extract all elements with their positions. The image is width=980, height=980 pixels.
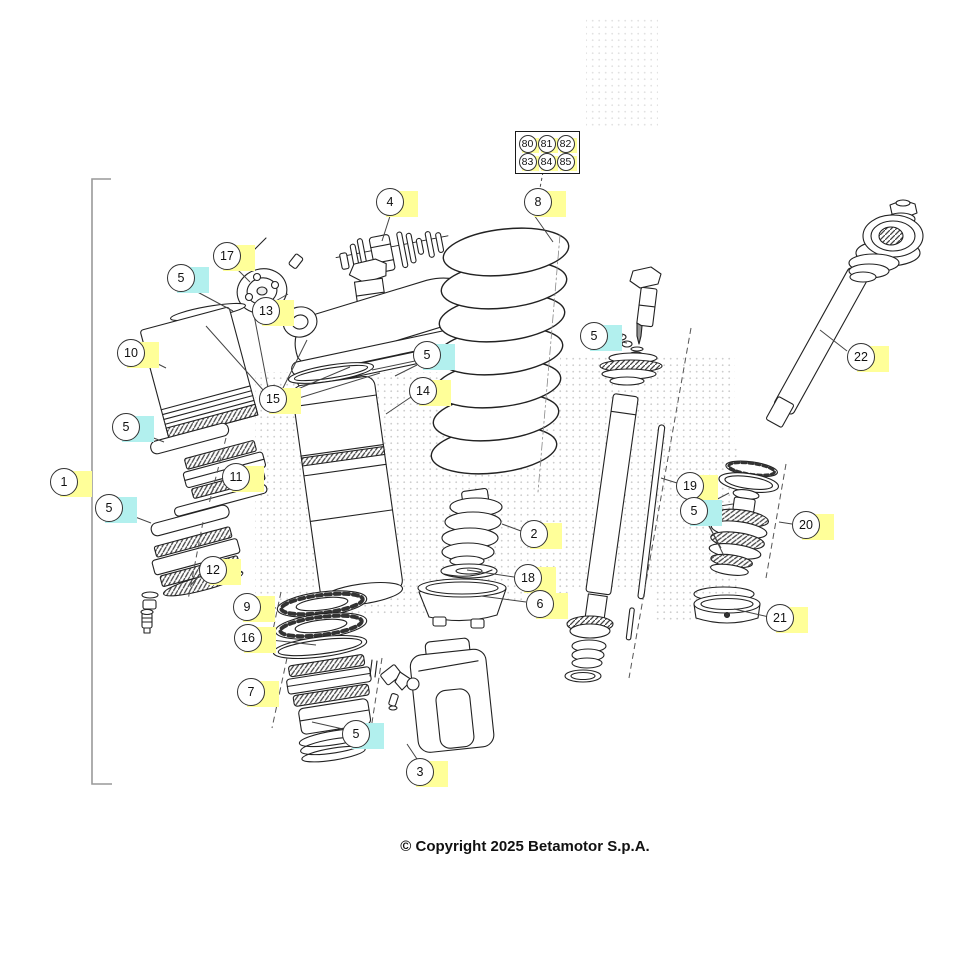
callout-number: 11	[222, 463, 250, 491]
callout-18[interactable]: 18	[514, 564, 556, 593]
callout-number: 7	[237, 678, 265, 706]
callout-number: 5	[680, 497, 708, 525]
callout-number: 18	[514, 564, 542, 592]
callout-number: 15	[259, 385, 287, 413]
callout-5[interactable]: 5	[112, 413, 154, 442]
callout-10[interactable]: 10	[117, 339, 159, 368]
callout-21[interactable]: 21	[766, 604, 808, 633]
callout-number: 83	[518, 152, 537, 171]
callout-5[interactable]: 5	[342, 720, 384, 749]
callout-number: 84	[537, 152, 556, 171]
bleed-screw-set	[140, 591, 159, 634]
ref-callout-83[interactable]: 83	[518, 152, 539, 171]
callout-number: 80	[518, 134, 537, 153]
callout-number: 16	[234, 624, 262, 652]
ref-callout-85[interactable]: 85	[556, 152, 577, 171]
callout-number: 20	[792, 511, 820, 539]
callout-20[interactable]: 20	[792, 511, 834, 540]
callout-5[interactable]: 5	[680, 497, 722, 526]
callout-6[interactable]: 6	[526, 590, 568, 619]
bump-rubber	[441, 487, 503, 567]
callout-number: 17	[213, 242, 241, 270]
callout-11[interactable]: 11	[222, 463, 264, 492]
callout-14[interactable]: 14	[409, 377, 451, 406]
clevis	[409, 637, 495, 753]
callout-number: 13	[252, 297, 280, 325]
spring-seat	[417, 578, 507, 629]
callout-number: 14	[409, 377, 437, 405]
callout-12[interactable]: 12	[199, 556, 241, 585]
ref-callout-84[interactable]: 84	[537, 152, 558, 171]
reservoir-body	[140, 306, 259, 440]
callout-16[interactable]: 16	[234, 624, 276, 653]
callout-number: 85	[556, 152, 575, 171]
callout-17[interactable]: 17	[213, 242, 255, 271]
callout-number: 9	[233, 593, 261, 621]
callout-number: 19	[676, 472, 704, 500]
callout-22[interactable]: 22	[847, 343, 889, 372]
callout-number: 81	[537, 134, 556, 153]
callout-1[interactable]: 1	[50, 468, 92, 497]
piston-valve-stack	[708, 460, 779, 576]
callout-5[interactable]: 5	[167, 264, 209, 293]
callout-number: 5	[167, 264, 195, 292]
callout-5[interactable]: 5	[95, 494, 137, 523]
callout-number: 3	[406, 758, 434, 786]
callout-number: 5	[342, 720, 370, 748]
callout-13[interactable]: 13	[252, 297, 294, 326]
preload-rings	[274, 590, 368, 640]
valve-fitting	[369, 659, 420, 711]
spring-washer	[440, 563, 498, 579]
callout-number: 4	[376, 188, 404, 216]
callout-number: 2	[520, 520, 548, 548]
callout-number: 6	[526, 590, 554, 618]
callout-number: 10	[117, 339, 145, 367]
shock-head	[282, 258, 485, 389]
ref-callout-82[interactable]: 82	[556, 134, 577, 153]
callout-number: 1	[50, 468, 78, 496]
callout-8[interactable]: 8	[524, 188, 566, 217]
callout-number: 5	[112, 413, 140, 441]
copyright-text: © Copyright 2025 Betamotor S.p.A.	[400, 838, 650, 855]
callout-number: 5	[95, 494, 123, 522]
rebound-rod	[625, 424, 666, 641]
callout-number: 22	[847, 343, 875, 371]
callout-number: 5	[580, 322, 608, 350]
callout-5[interactable]: 5	[580, 322, 622, 351]
callout-number: 12	[199, 556, 227, 584]
callout-number: 21	[766, 604, 794, 632]
callout-7[interactable]: 7	[237, 678, 279, 707]
damper-rod	[564, 352, 663, 683]
callout-number: 8	[524, 188, 552, 216]
callout-15[interactable]: 15	[259, 385, 301, 414]
callout-19[interactable]: 19	[676, 472, 718, 501]
ref-callout-80[interactable]: 80	[518, 134, 539, 153]
callout-5[interactable]: 5	[413, 341, 455, 370]
callout-3[interactable]: 3	[406, 758, 448, 787]
callout-number: 5	[413, 341, 441, 369]
ref-callout-81[interactable]: 81	[537, 134, 558, 153]
reservoir-washer-bottom	[150, 504, 230, 537]
end-disc	[693, 586, 761, 624]
reservoir-washer-top	[150, 422, 230, 455]
callout-4[interactable]: 4	[376, 188, 418, 217]
callout-number: 82	[556, 134, 575, 153]
callout-2[interactable]: 2	[520, 520, 562, 549]
assembly-bracket	[91, 178, 112, 785]
callout-9[interactable]: 9	[233, 593, 275, 622]
shaft-with-eyelet	[765, 199, 924, 428]
